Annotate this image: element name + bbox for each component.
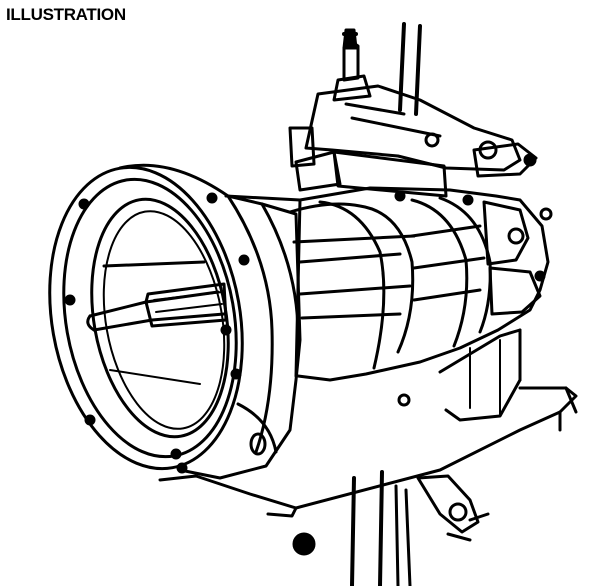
illustration-heading: ILLUSTRATION <box>6 5 126 24</box>
shift-lever <box>332 22 422 116</box>
top-cover <box>288 84 538 198</box>
transmission-stand <box>158 328 578 586</box>
bell-housing-flange <box>48 165 244 471</box>
gearbox-case <box>224 186 553 382</box>
input-shaft <box>86 260 228 385</box>
